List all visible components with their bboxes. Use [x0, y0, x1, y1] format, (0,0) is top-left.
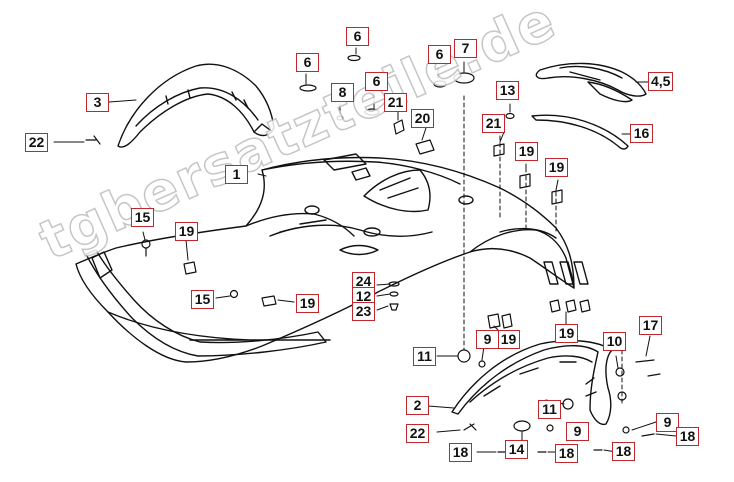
- callout-part-23: 23: [352, 302, 375, 321]
- callout-part-9-c: 9: [656, 413, 679, 432]
- callout-part-15-b: 15: [191, 290, 214, 309]
- callout-part-10: 10: [603, 332, 626, 351]
- callout-part-3: 3: [86, 93, 109, 112]
- part-fender-piece-right: [535, 62, 647, 103]
- callout-part-21-b: 21: [482, 114, 505, 133]
- callout-part-6-c: 6: [365, 72, 388, 91]
- callout-part-24: 24: [352, 272, 375, 291]
- callout-part-11-a: 11: [413, 347, 436, 366]
- callout-part-18-a: 18: [449, 443, 472, 462]
- callout-part-18-c: 18: [612, 442, 635, 461]
- callout-part-21-a: 21: [384, 93, 407, 112]
- callout-part-14: 14: [505, 440, 528, 459]
- callout-part-22-upper: 22: [25, 133, 48, 152]
- callout-part-19-c: 19: [175, 222, 198, 241]
- callout-part-6-a: 6: [296, 53, 319, 72]
- part-lower-fender-right: [451, 339, 613, 426]
- callout-part-9-b: 9: [566, 422, 589, 441]
- callout-part-19-f: 19: [555, 324, 578, 343]
- callout-part-19-a: 19: [515, 142, 538, 161]
- callout-part-2: 2: [406, 396, 429, 415]
- assembly-leader-lines: [463, 95, 623, 405]
- callout-part-15-a: 15: [131, 208, 154, 227]
- callout-part-19-d: 19: [296, 294, 319, 313]
- callout-part-20: 20: [411, 109, 434, 128]
- part-fender-flare-left: [117, 63, 275, 148]
- callout-part-18-b: 18: [555, 444, 578, 463]
- callout-part-18-d: 18: [676, 427, 699, 446]
- callout-part-16: 16: [630, 124, 653, 143]
- callout-leaders: [53, 47, 677, 453]
- callout-part-17: 17: [639, 316, 662, 335]
- callout-part-19-b: 19: [545, 158, 568, 177]
- callout-part-19-e: 19: [497, 330, 520, 349]
- callout-part-9-a: 9: [476, 330, 499, 349]
- callout-part-13: 13: [496, 81, 519, 100]
- callout-part-1: 1: [225, 165, 248, 184]
- callout-part-6-d: 6: [428, 45, 451, 64]
- part-trim-strip: [531, 114, 629, 150]
- callout-part-8: 8: [331, 83, 354, 102]
- callout-part-6-b: 6: [346, 27, 369, 46]
- callout-part-7: 7: [454, 39, 477, 58]
- callout-part-11-b: 11: [538, 400, 561, 419]
- part-front-body: [75, 153, 589, 363]
- callout-part-4-5: 4,5: [648, 72, 674, 91]
- callout-part-22-lower: 22: [406, 424, 429, 443]
